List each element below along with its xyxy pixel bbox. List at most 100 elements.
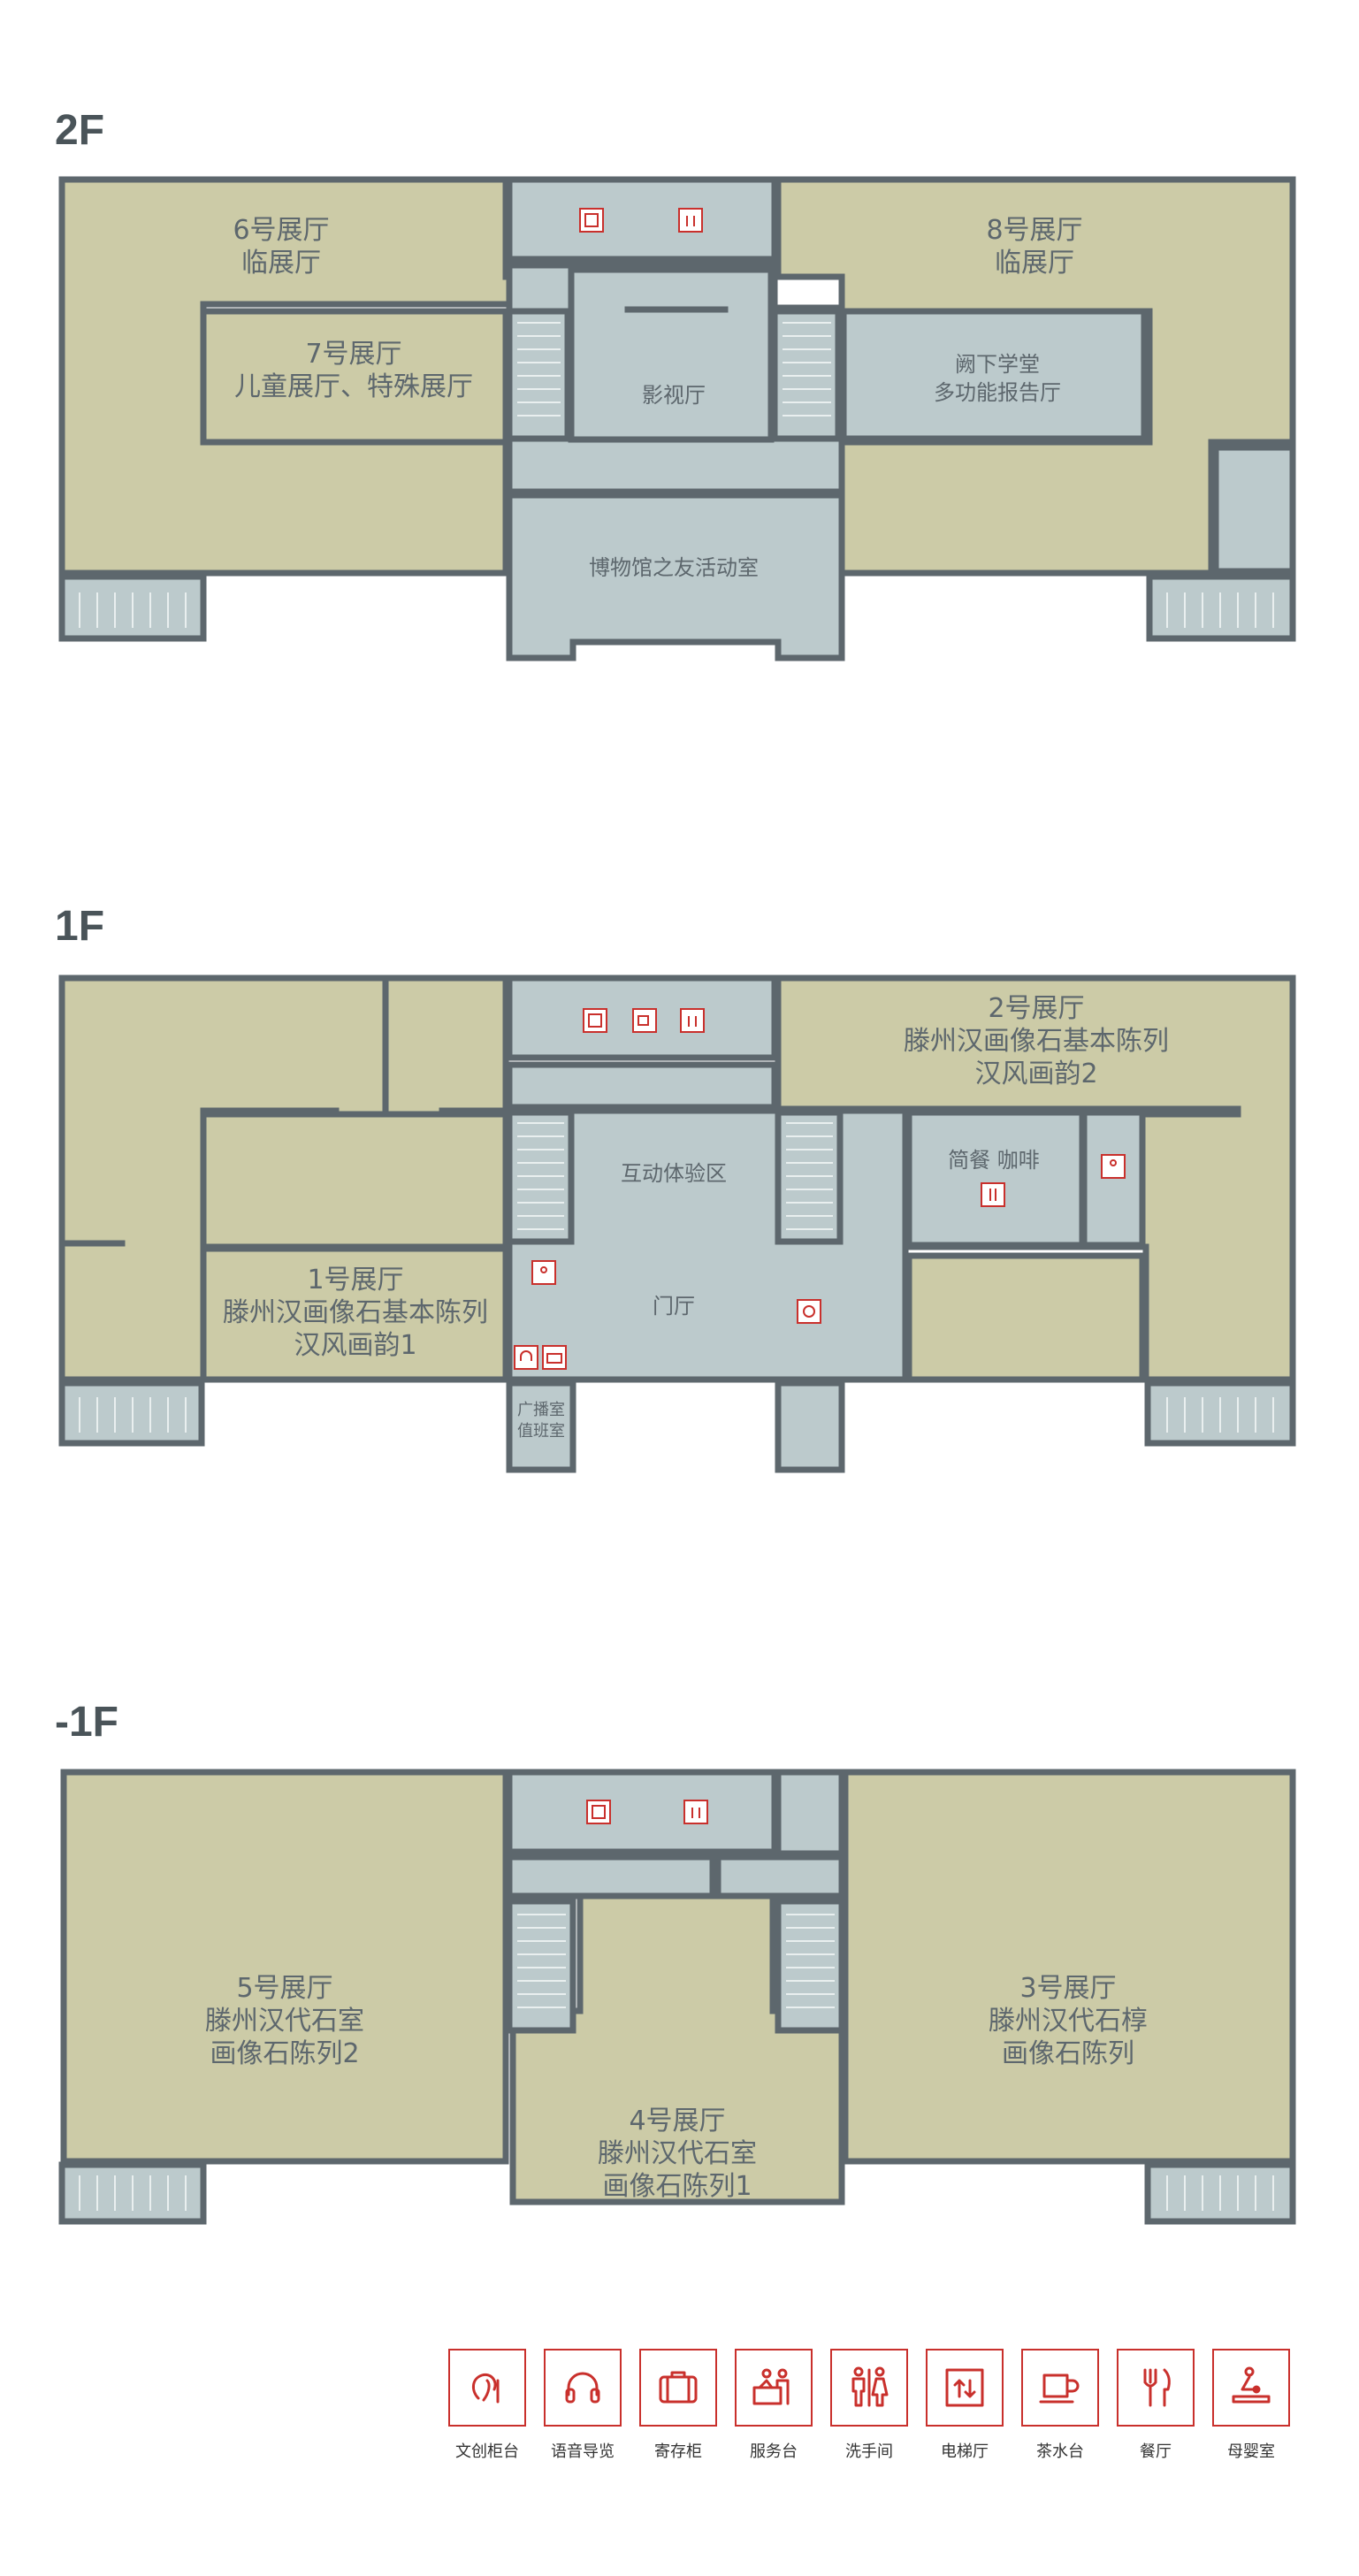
hall-6[interactable]	[58, 176, 569, 577]
hall-3-line2: 滕州汉代石椁	[989, 2006, 1148, 2037]
legend-item-restaurant: 餐厅	[1115, 2349, 1196, 2462]
service-desk-icon	[531, 1260, 556, 1285]
hall-1-title: 1号展厅	[307, 1265, 403, 1296]
legend-item-service-desk: 服务台	[733, 2349, 814, 2462]
tea-icon	[632, 1008, 657, 1033]
legend-label: 寄存柜	[654, 2442, 702, 2461]
svg-text:6号展厅临展厅: 6号展厅临展厅	[233, 215, 329, 279]
legend-label: 文创柜台	[455, 2442, 519, 2461]
elevator-icon	[945, 2368, 984, 2407]
hall-7-subtitle: 儿童展厅、特殊展厅	[234, 371, 473, 402]
cinema-label: 影视厅	[642, 383, 706, 408]
floor-label-b1: -1F	[55, 1699, 118, 1746]
svg-text:1号展厅滕州汉画像石基本陈列汉风画韵1: 1号展厅滕州汉画像石基本陈列汉风画韵1	[223, 1265, 488, 1361]
hall-8-title: 8号展厅	[986, 215, 1082, 246]
nursery-icon	[1232, 2366, 1271, 2404]
svg-text:3号展厅滕州汉代石椁画像石陈列: 3号展厅滕州汉代石椁画像石陈列	[989, 1973, 1148, 2069]
cafe[interactable]	[905, 1109, 1086, 1249]
audio-guide-icon	[514, 1345, 538, 1370]
broadcast-room-label: 广播室	[517, 1401, 565, 1419]
hall-5-line3: 画像石陈列2	[210, 2038, 359, 2069]
broadcast-room[interactable]	[506, 1380, 576, 1473]
friends-room-label: 博物馆之友活动室	[589, 555, 759, 580]
lecture-title: 阙下学堂	[955, 352, 1040, 377]
hall-6-subtitle: 临展厅	[241, 248, 321, 279]
svg-text:7号展厅儿童展厅、特殊展厅: 7号展厅儿童展厅、特殊展厅	[234, 339, 473, 402]
legend-item-locker: 寄存柜	[638, 2349, 719, 2462]
legend-label: 电梯厅	[941, 2442, 989, 2461]
restaurant-icon	[981, 1182, 1005, 1207]
legend-label: 母婴室	[1227, 2442, 1275, 2461]
svg-text:4号展厅滕州汉代石室画像石陈列1: 4号展厅滕州汉代石室画像石陈列1	[598, 2106, 757, 2202]
hall-3-line3: 画像石陈列	[1002, 2038, 1134, 2069]
hall-5-line2: 滕州汉代石室	[205, 2006, 364, 2037]
hall-4[interactable]	[509, 1877, 845, 2205]
legend-item-nursery: 母婴室	[1210, 2349, 1292, 2462]
legend-label: 餐厅	[1140, 2442, 1172, 2461]
legend-item-cultural-counter: 文创柜台	[447, 2349, 528, 2462]
room-1f-restroom	[506, 975, 778, 1061]
hall-2-line3: 汉风画韵2	[974, 1059, 1097, 1089]
floor-label-1f: 1F	[55, 903, 105, 950]
audio-guide-icon	[565, 2372, 600, 2404]
stair-1f-bottom-right	[1144, 1380, 1296, 1447]
hall-7-title: 7号展厅	[305, 339, 401, 370]
restroom-icon	[678, 208, 703, 233]
hall-7[interactable]	[200, 308, 509, 446]
svg-text:2号展厅滕州汉画像石基本陈列汉风画韵2: 2号展厅滕州汉画像石基本陈列汉风画韵2	[904, 993, 1169, 1089]
elevator-icon	[583, 1008, 607, 1033]
hall-1-line2: 滕州汉画像石基本陈列	[223, 1297, 488, 1328]
service-desk-icon	[752, 2368, 790, 2405]
room-b1-restroom	[506, 1769, 778, 1855]
hall-2-title: 2号展厅	[988, 993, 1084, 1024]
hall-6-title: 6号展厅	[233, 215, 329, 246]
hall-3-title: 3号展厅	[1019, 1973, 1116, 2004]
hall-2-line2: 滕州汉画像石基本陈列	[904, 1026, 1169, 1057]
cultural-counter-icon	[472, 2373, 500, 2404]
elevator-icon	[579, 208, 604, 233]
hall-5[interactable]	[60, 1769, 509, 2165]
stair-b1-bottom-left	[58, 2161, 207, 2225]
elevator-icon	[586, 1800, 611, 1824]
legend-label: 服务台	[750, 2442, 798, 2461]
restaurant-icon	[1143, 2368, 1171, 2407]
legend-item-tea: 茶水台	[1019, 2349, 1101, 2462]
hall-5-title: 5号展厅	[236, 1973, 332, 2004]
hall-4-title: 4号展厅	[629, 2106, 725, 2136]
locker-icon	[659, 2371, 698, 2404]
restroom-icon	[683, 1800, 708, 1824]
interactive-area-label: 互动体验区	[621, 1161, 727, 1186]
hall-4-line3: 画像石陈列1	[602, 2171, 752, 2202]
restroom-icon	[680, 1008, 705, 1033]
room-1f-bottom-mid	[775, 1380, 845, 1473]
floor-plan-1f: 1号展厅滕州汉画像石基本陈列汉风画韵1 2号展厅滕州汉画像石基本陈列汉风画韵2 …	[58, 975, 1296, 1473]
hall-1-line3: 汉风画韵1	[294, 1330, 416, 1361]
cafe-label: 简餐 咖啡	[948, 1148, 1040, 1173]
duty-room-label: 值班室	[517, 1422, 565, 1441]
floor-plan-b1: 5号展厅滕州汉代石室画像石陈列2 3号展厅滕州汉代石椁画像石陈列 4号展厅滕州汉…	[58, 1769, 1296, 2225]
nursery-icon	[1101, 1154, 1126, 1179]
floor-plan-2f: 6号展厅临展厅 7号展厅儿童展厅、特殊展厅 8号展厅临展厅 影视厅 阙下学堂多功…	[58, 176, 1296, 661]
svg-text:阙下学堂多功能报告厅: 阙下学堂多功能报告厅	[934, 352, 1061, 405]
legend: 文创柜台 语音导览 寄存柜 服务台 洗手间 电梯厅 茶水台 餐厅 母婴室	[447, 2349, 1292, 2462]
legend-item-restroom: 洗手间	[828, 2349, 910, 2462]
legend-item-elevator: 电梯厅	[924, 2349, 1005, 2462]
legend-label: 洗手间	[845, 2442, 893, 2461]
tea-icon	[1039, 2373, 1080, 2404]
floor-label-2f: 2F	[55, 107, 105, 154]
stair-b1-left	[506, 1898, 576, 2034]
room-2f-right-small	[1212, 444, 1296, 575]
svg-text:8号展厅临展厅: 8号展厅临展厅	[986, 215, 1082, 279]
cultural-counter-icon	[797, 1299, 821, 1324]
stair-b1-right	[775, 1898, 845, 2034]
hall-3[interactable]	[842, 1769, 1296, 2165]
restroom-icon	[851, 2366, 889, 2407]
legend-label: 语音导览	[551, 2442, 615, 2461]
lecture-hall[interactable]	[840, 308, 1148, 442]
locker-icon	[542, 1345, 567, 1370]
lecture-subtitle: 多功能报告厅	[934, 380, 1061, 405]
svg-text:广播室值班室: 广播室值班室	[517, 1401, 565, 1441]
legend-item-audio-guide: 语音导览	[542, 2349, 623, 2462]
friends-room[interactable]	[506, 492, 845, 661]
svg-text:5号展厅滕州汉代石室画像石陈列2: 5号展厅滕州汉代石室画像石陈列2	[205, 1973, 364, 2069]
